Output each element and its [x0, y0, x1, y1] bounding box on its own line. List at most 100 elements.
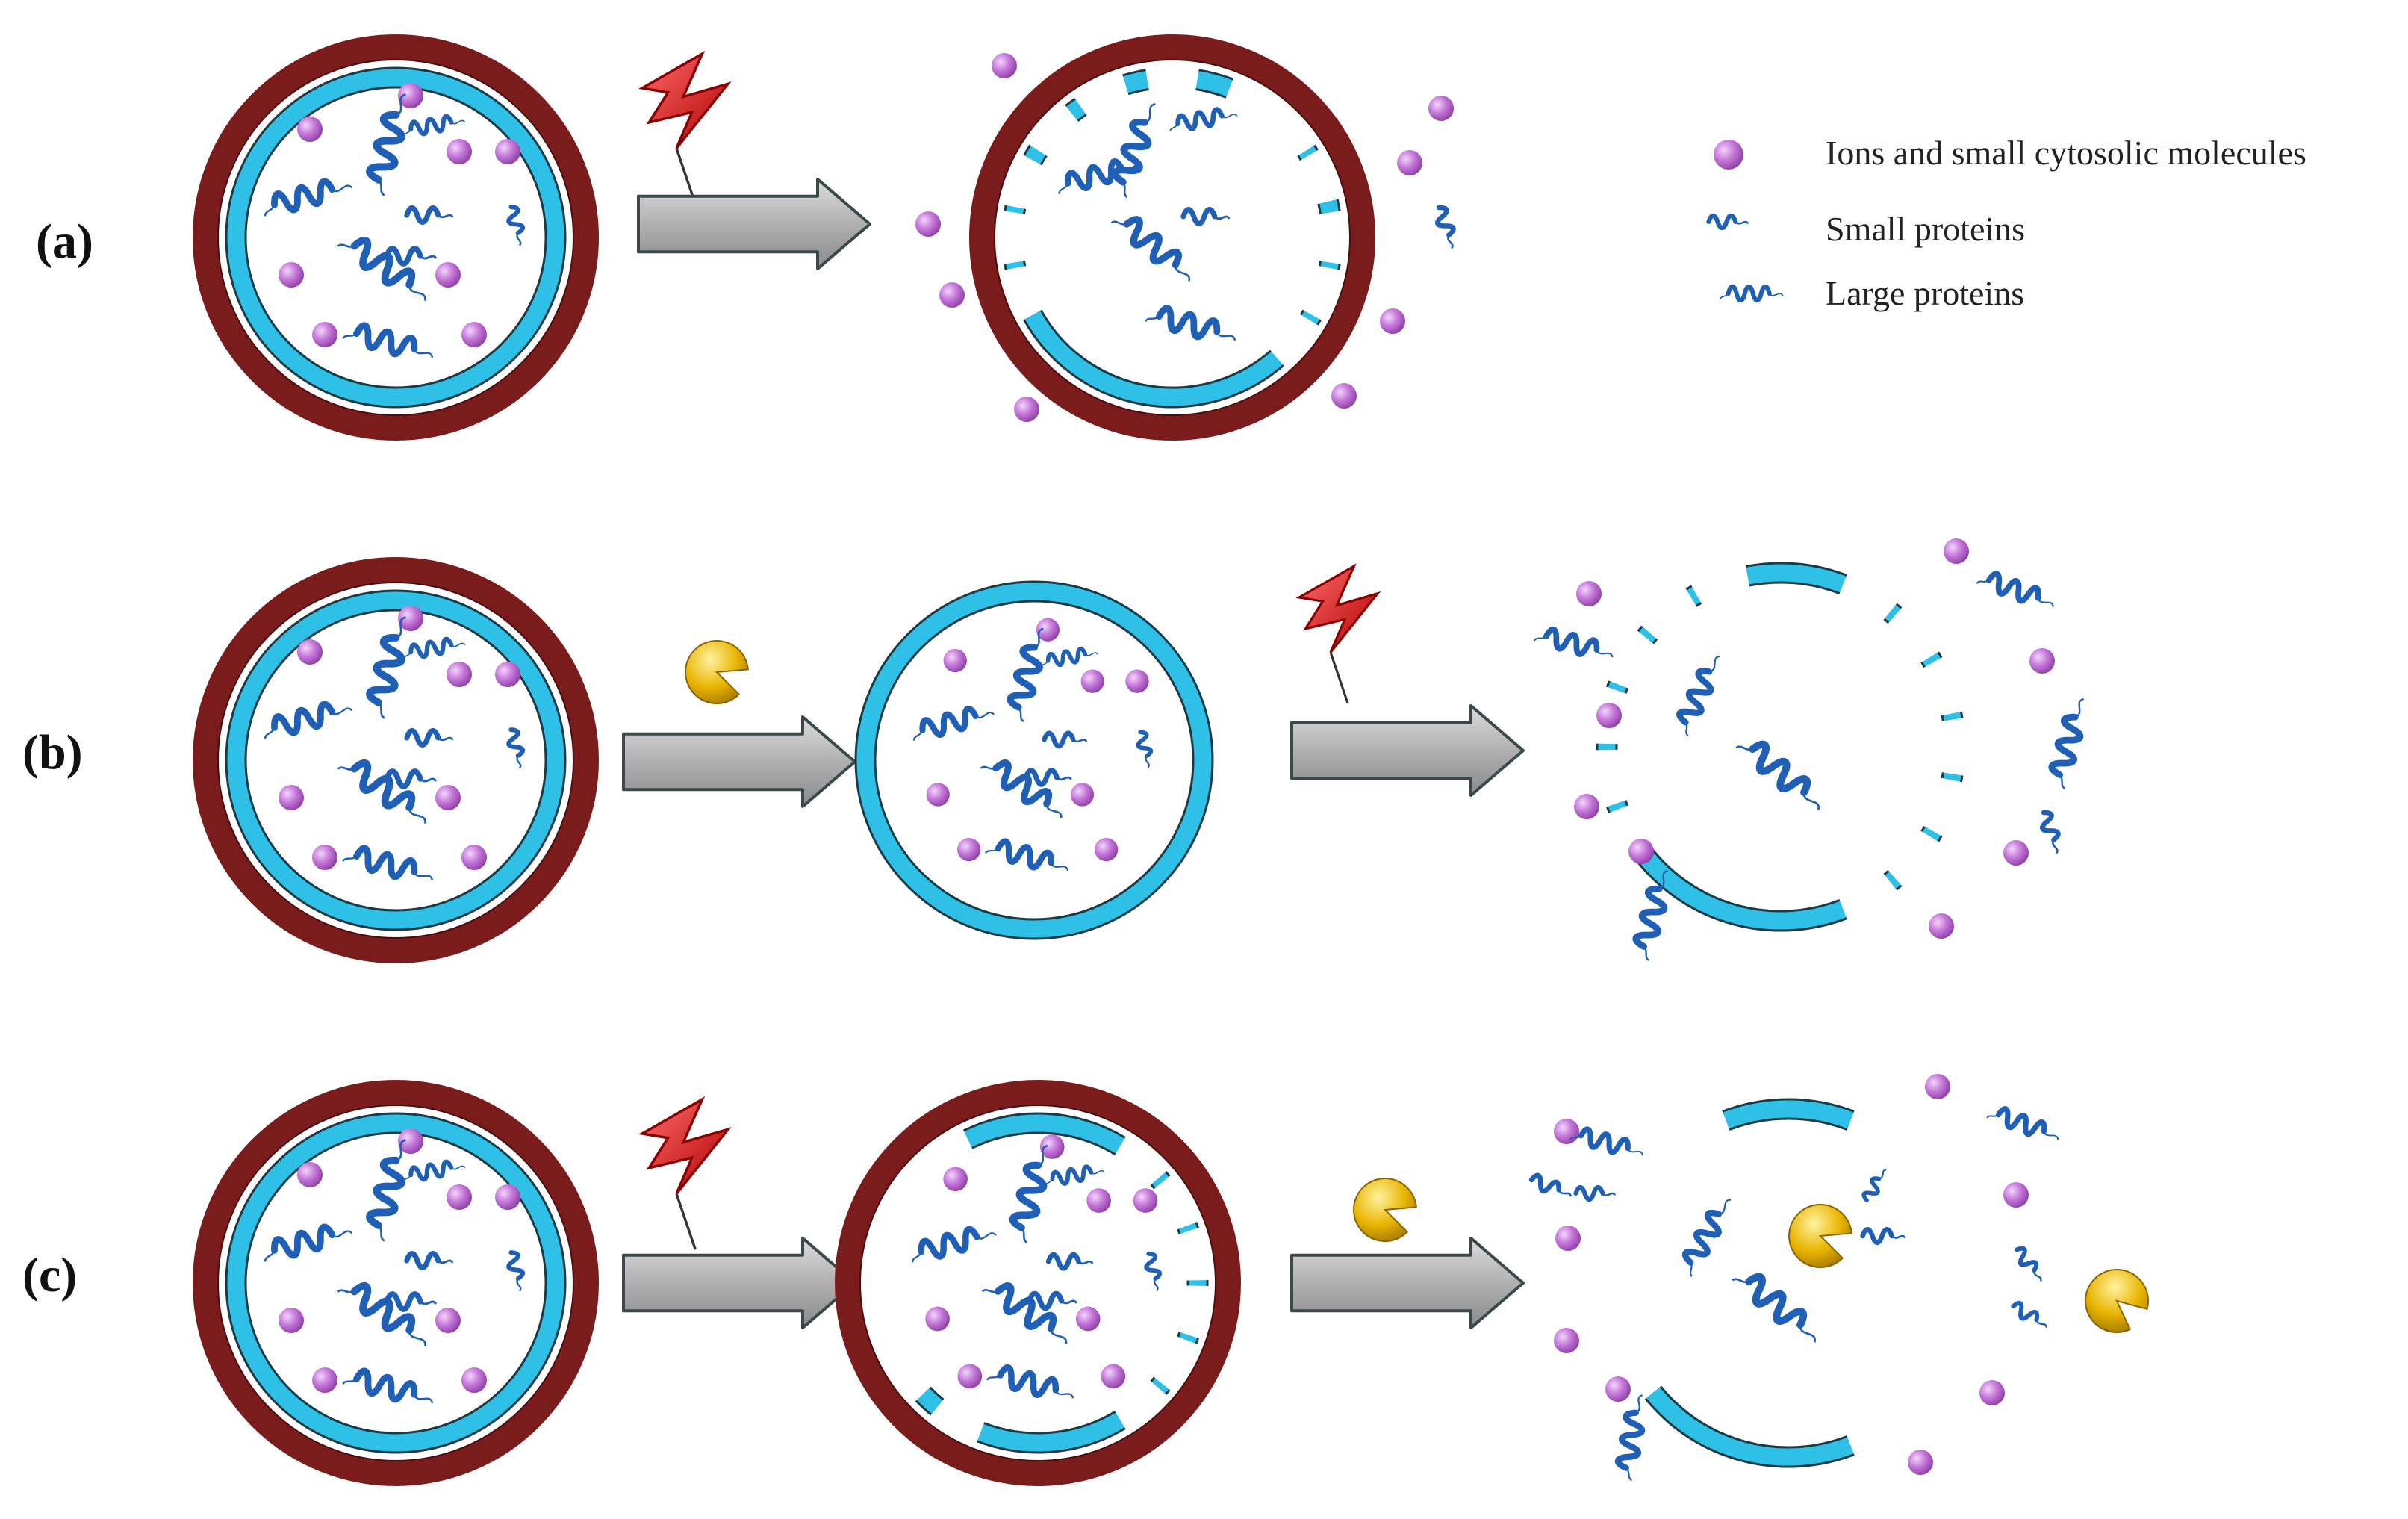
ion-particle [1133, 1188, 1158, 1213]
membrane-segment [1177, 1332, 1198, 1344]
membrane-segment [1607, 800, 1628, 813]
large-protein-icon [1533, 626, 1614, 658]
process-arrow-icon [1290, 704, 1525, 797]
large-protein-icon [264, 1223, 353, 1262]
large-protein-icon [1058, 158, 1142, 194]
ion-particle [312, 845, 337, 870]
ion-particle [1944, 538, 1969, 564]
membrane-segment [1065, 99, 1086, 121]
membrane-segment [977, 1411, 1125, 1453]
ion-particle [1094, 837, 1119, 862]
membrane-segment [1318, 199, 1340, 214]
ion-particle [926, 783, 950, 807]
cell [193, 557, 599, 963]
process-arrow-icon [622, 715, 856, 808]
large-protein-icon [402, 1159, 466, 1182]
membrane-segment [1607, 680, 1628, 694]
membrane-segment [1722, 1099, 1855, 1130]
small-protein-icon [2040, 810, 2061, 854]
large-protein-icon [402, 636, 466, 659]
lightning-bolt-icon [638, 1096, 732, 1250]
small-protein-icon [506, 1250, 525, 1292]
small-protein-icon [506, 205, 525, 246]
ion-particle [943, 1167, 968, 1192]
large-protein-icon [366, 1139, 406, 1242]
membrane-segment [1921, 826, 1942, 842]
cell-wall [835, 1080, 1241, 1486]
small-protein-icon [1136, 730, 1154, 768]
ion-particle [447, 1184, 472, 1210]
small-protein-icon [1706, 214, 1749, 230]
large-protein-icon [1676, 655, 1721, 737]
large-protein-icon [1007, 627, 1044, 723]
small-protein-icon [404, 205, 454, 225]
ion-particle [1331, 383, 1357, 409]
ion-particle [279, 1308, 304, 1333]
cell-membrane [226, 68, 565, 407]
small-protein-icon [384, 246, 438, 267]
cell [854, 580, 1214, 940]
small-protein-icon [1860, 1227, 1906, 1245]
ion-particle [1101, 1364, 1126, 1389]
row-label-a: (a) [36, 214, 93, 269]
membrane-segment [1637, 626, 1658, 644]
ion-particle [925, 1306, 950, 1332]
small-protein-icon [2011, 1300, 2048, 1328]
large-protein-icon [986, 1364, 1074, 1399]
ion-particle [297, 639, 323, 665]
ion-particle [1070, 783, 1095, 807]
membrane-segment [1637, 850, 1847, 931]
legend-label-ions: Ions and small cytosolic molecules [1826, 134, 2306, 172]
large-protein-icon [1719, 284, 1784, 303]
large-protein-icon [1681, 1199, 1732, 1277]
large-protein-icon [342, 1367, 434, 1404]
large-protein-icon [1009, 1144, 1048, 1243]
large-protein-icon [984, 838, 1069, 872]
ion-particle [1380, 308, 1405, 334]
membrane-segment [1195, 69, 1233, 98]
ion-particle [461, 1367, 487, 1393]
cell [193, 1080, 599, 1486]
cell [193, 34, 599, 441]
membrane-segment [1177, 1222, 1198, 1234]
large-protein-icon [1986, 1106, 2059, 1140]
legend-label-small-proteins: Small proteins [1826, 210, 2026, 248]
lightning-bolt-icon [638, 50, 732, 205]
ion-particle [915, 211, 941, 237]
ion-particle [1036, 618, 1060, 642]
small-protein-icon [1026, 1290, 1078, 1311]
small-protein-icon [1023, 768, 1072, 787]
ion-particle [398, 606, 423, 631]
large-protein-icon [366, 93, 406, 196]
ion-particle [1714, 140, 1743, 170]
ion-particle [1555, 1226, 1581, 1251]
ion-particle [1596, 703, 1622, 728]
small-protein-icon [404, 728, 454, 748]
small-protein-icon [1180, 207, 1231, 226]
process-arrow-icon [637, 178, 871, 270]
ion-particle [279, 785, 304, 810]
row-label-c: (c) [22, 1248, 78, 1302]
cell-wall [193, 34, 599, 441]
small-protein-icon [384, 768, 438, 789]
cell-wall [193, 557, 599, 963]
ion-particle [943, 648, 967, 673]
large-protein-icon [1169, 107, 1238, 132]
membrane-segment [1686, 585, 1702, 606]
large-protein-icon [342, 845, 434, 881]
small-protein-icon [384, 1291, 438, 1312]
ion-particle [992, 53, 1017, 78]
membrane-segment [963, 1113, 1125, 1155]
membrane-segment [1319, 261, 1340, 270]
ion-particle [461, 845, 487, 870]
large-protein-icon [264, 178, 353, 217]
cell [835, 1080, 1241, 1486]
lightning-bolt-icon [1295, 563, 1381, 704]
cell [1596, 562, 1964, 932]
process-arrow-icon [1290, 1237, 1525, 1329]
small-protein-icon [2015, 1246, 2042, 1282]
membrane-segment [1941, 772, 1962, 782]
membrane-segment [1301, 310, 1321, 325]
small-protein-icon [506, 727, 525, 769]
ion-particle [2029, 648, 2055, 674]
